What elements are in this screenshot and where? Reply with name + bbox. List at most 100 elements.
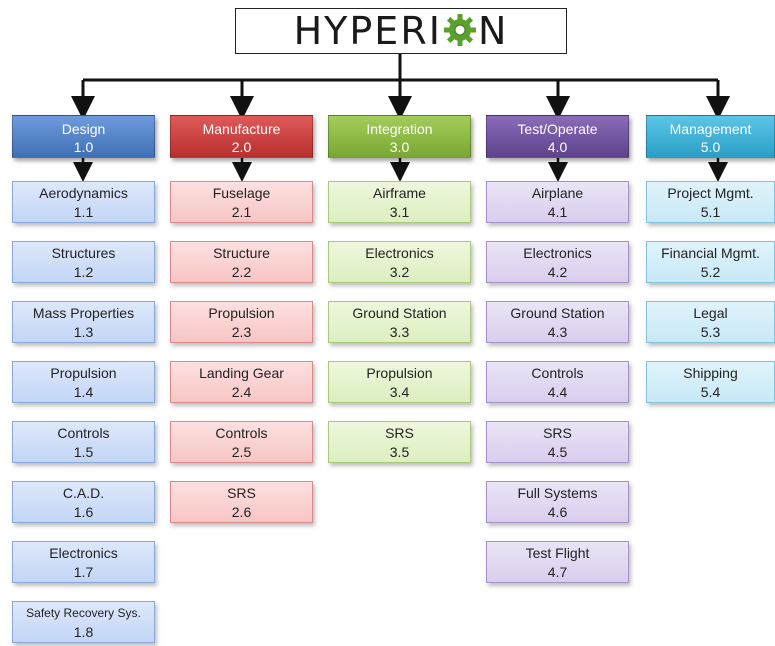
gear-icon — [443, 13, 476, 46]
title-prefix: HYPERI — [293, 9, 442, 53]
box-electronics: Electronics 4.2 — [486, 241, 629, 283]
item-number: 4.5 — [547, 444, 568, 460]
item-number: 2.4 — [231, 384, 252, 400]
box-controls: Controls 4.4 — [486, 361, 629, 403]
item-label: Aerodynamics — [39, 185, 128, 201]
item-label: Structures — [51, 245, 116, 261]
box-propulsion: Propulsion 2.3 — [170, 301, 313, 343]
box-legal: Legal 5.3 — [646, 301, 775, 343]
item-number: 2.2 — [231, 264, 252, 280]
box-mass-properties: Mass Properties 1.3 — [12, 301, 155, 343]
box-cad: C.A.D. 1.6 — [12, 481, 155, 523]
item-number: 1.1 — [73, 204, 94, 220]
item-number: 1.2 — [73, 264, 94, 280]
box-full-systems: Full Systems 4.6 — [486, 481, 629, 523]
item-label: Mass Properties — [32, 305, 135, 321]
item-number: 4.7 — [547, 564, 568, 580]
header-integration: Integration 3.0 — [328, 115, 471, 158]
item-label: Safety Recovery Sys. — [26, 606, 141, 620]
item-number: 1.5 — [73, 444, 94, 460]
box-srs: SRS 2.6 — [170, 481, 313, 523]
header-label: Integration — [366, 121, 433, 137]
box-controls: Controls 2.5 — [170, 421, 313, 463]
header-manufacture: Manufacture 2.0 — [170, 115, 313, 158]
item-label: Electronics — [523, 245, 592, 261]
box-airplane: Airplane 4.1 — [486, 181, 629, 223]
item-number: 2.3 — [231, 324, 252, 340]
header-number: 1.0 — [73, 139, 94, 155]
header-number: 4.0 — [547, 139, 568, 155]
item-number: 5.2 — [700, 264, 721, 280]
header-management: Management 5.0 — [646, 115, 775, 158]
item-number: 1.8 — [73, 624, 94, 640]
item-label: Controls — [531, 365, 584, 381]
item-label: Airplane — [531, 185, 584, 201]
item-number: 5.3 — [700, 324, 721, 340]
box-safety-recovery-sys: Safety Recovery Sys. 1.8 — [12, 601, 155, 643]
item-label: Financial Mgmt. — [661, 245, 760, 261]
header-design: Design 1.0 — [12, 115, 155, 158]
item-number: 2.5 — [231, 444, 252, 460]
item-label: Propulsion — [208, 305, 275, 321]
box-financial-mgmt: Financial Mgmt. 5.2 — [646, 241, 775, 283]
item-label: Fuselage — [212, 185, 271, 201]
header-number: 5.0 — [700, 139, 721, 155]
item-label: Legal — [693, 305, 728, 321]
box-project-mgmt: Project Mgmt. 5.1 — [646, 181, 775, 223]
item-label: C.A.D. — [62, 485, 105, 501]
header-label: Management — [669, 121, 752, 137]
item-label: Ground Station — [352, 305, 447, 321]
item-number: 4.6 — [547, 504, 568, 520]
item-number: 4.1 — [547, 204, 568, 220]
header-label: Manufacture — [202, 121, 281, 137]
item-number: 5.4 — [700, 384, 721, 400]
item-label: Full Systems — [517, 485, 598, 501]
box-srs: SRS 3.5 — [328, 421, 471, 463]
box-structure: Structure 2.2 — [170, 241, 313, 283]
item-label: SRS — [543, 425, 572, 441]
item-number: 1.6 — [73, 504, 94, 520]
item-number: 4.4 — [547, 384, 568, 400]
box-landing-gear: Landing Gear 2.4 — [170, 361, 313, 403]
box-fuselage: Fuselage 2.1 — [170, 181, 313, 223]
item-number: 4.2 — [547, 264, 568, 280]
box-test-flight: Test Flight 4.7 — [486, 541, 629, 583]
box-ground-station: Ground Station 4.3 — [486, 301, 629, 343]
box-ground-station: Ground Station 3.3 — [328, 301, 471, 343]
item-number: 1.7 — [73, 564, 94, 580]
item-number: 5.1 — [700, 204, 721, 220]
item-label: Structure — [213, 245, 270, 261]
item-number: 1.3 — [73, 324, 94, 340]
item-number: 1.4 — [73, 384, 94, 400]
item-number: 3.2 — [389, 264, 410, 280]
item-label: Airframe — [373, 185, 426, 201]
item-number: 2.6 — [231, 504, 252, 520]
box-structures: Structures 1.2 — [12, 241, 155, 283]
title-text: HYPERI N — [294, 12, 509, 50]
item-label: Test Flight — [525, 545, 590, 561]
item-label: Controls — [215, 425, 268, 441]
header-test-operate: Test/Operate 4.0 — [486, 115, 629, 158]
item-number: 4.3 — [547, 324, 568, 340]
item-label: Electronics — [49, 545, 118, 561]
title-box: HYPERI N — [235, 8, 567, 54]
header-number: 2.0 — [231, 139, 252, 155]
item-label: SRS — [227, 485, 256, 501]
item-number: 2.1 — [231, 204, 252, 220]
item-label: Ground Station — [510, 305, 605, 321]
item-number: 3.5 — [389, 444, 410, 460]
item-label: Landing Gear — [199, 365, 284, 381]
item-label: Propulsion — [366, 365, 433, 381]
item-label: Propulsion — [50, 365, 117, 381]
item-label: SRS — [385, 425, 414, 441]
item-label: Project Mgmt. — [667, 185, 754, 201]
box-srs: SRS 4.5 — [486, 421, 629, 463]
header-number: 3.0 — [389, 139, 410, 155]
header-label: Test/Operate — [517, 121, 598, 137]
item-number: 3.3 — [389, 324, 410, 340]
